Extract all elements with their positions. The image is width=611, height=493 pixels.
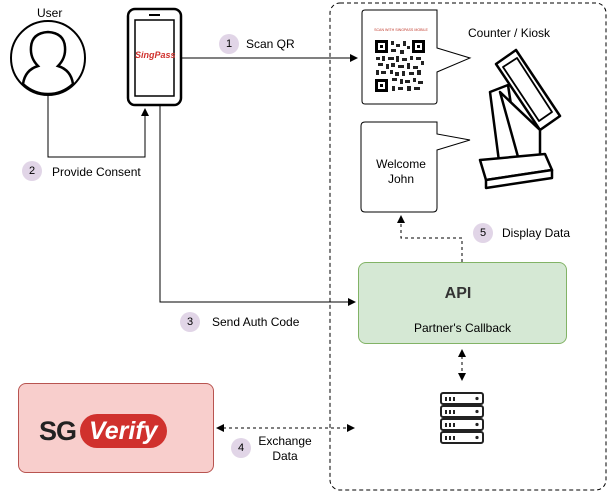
sgverify-logo: SG Verify — [39, 414, 167, 448]
singpass-logo: SingPass — [135, 50, 176, 60]
step-4-label-line-2: Data — [272, 449, 298, 463]
api-text: API — [444, 285, 472, 302]
user-icon — [10, 20, 86, 96]
welcome-bubble — [360, 121, 471, 213]
display-data-arrow — [397, 215, 463, 262]
qr-code — [375, 40, 425, 92]
kiosk-boundary-frame — [329, 2, 607, 491]
step-4-label-line-1: Exchange — [258, 434, 312, 448]
sgverify-logo-sg: SG — [39, 415, 77, 446]
sgverify-logo-verify: Verify — [80, 414, 167, 448]
sgverify-box: SG Verify — [18, 383, 214, 473]
kiosk-label: Counter / Kiosk — [468, 26, 551, 40]
user-label: User — [37, 6, 63, 20]
step-3-badge: 3 — [180, 312, 200, 332]
partner-callback-label: Partner's Callback — [414, 321, 511, 335]
welcome-line-2: John — [387, 172, 415, 186]
step-1-badge: 1 — [219, 34, 239, 54]
phone-icon — [126, 7, 183, 107]
step-2-label: Provide Consent — [52, 165, 141, 179]
step-1-label: Scan QR — [246, 37, 295, 51]
qr-header: SCAN WITH SINGPASS MOBILE — [374, 28, 428, 32]
step-2-badge: 2 — [22, 161, 42, 181]
step-4-badge: 4 — [231, 438, 251, 458]
consent-arrow — [47, 95, 149, 158]
step-5-label: Display Data — [502, 226, 571, 240]
auth-code-arrow — [159, 105, 356, 306]
step-4-label: Exchange Data — [258, 434, 312, 464]
step-5-badge: 5 — [473, 223, 493, 243]
partner-callback-box: API Partner's Callback — [358, 262, 567, 344]
welcome-text: Welcome John — [365, 157, 437, 187]
server-icon — [440, 392, 484, 444]
kiosk-icon — [478, 48, 562, 190]
step-3-label: Send Auth Code — [212, 315, 300, 329]
welcome-line-1: Welcome — [376, 157, 426, 171]
